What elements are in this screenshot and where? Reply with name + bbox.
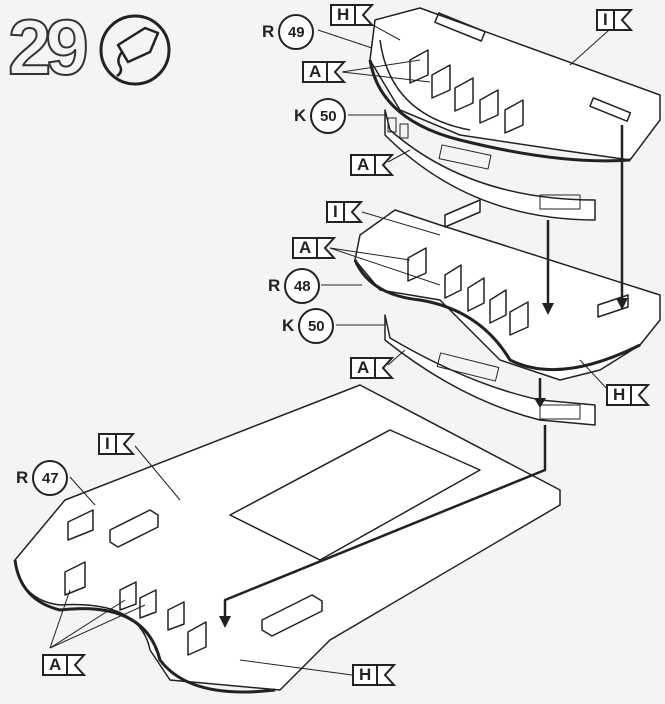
flag-letter: I: [98, 433, 117, 455]
flag-label: A: [292, 237, 337, 259]
flag-tail-icon: [318, 237, 337, 259]
flag-label: I: [326, 201, 363, 223]
flag-tail-icon: [632, 384, 651, 406]
part-prefix: R: [268, 276, 281, 295]
flag-tail-icon: [328, 61, 347, 83]
flag-label: A: [302, 61, 347, 83]
flag-tail-icon: [68, 654, 87, 676]
flag-letter: I: [326, 201, 345, 223]
flag-letter: A: [292, 237, 319, 259]
flag-letter: A: [42, 654, 69, 676]
flag-tail-icon: [356, 4, 375, 26]
flag-letter: I: [596, 9, 615, 31]
bottom-seats: [64, 509, 207, 656]
glue-tube-icon: [99, 14, 171, 86]
part-prefix: K: [282, 316, 295, 335]
flag-tail-icon: [378, 664, 397, 686]
flag-tail-icon: [376, 357, 395, 379]
flag-tail-icon: [344, 201, 363, 223]
flag-letter: H: [606, 384, 633, 406]
top-seats: [409, 49, 524, 134]
flag-letter: A: [302, 61, 329, 83]
flag-letter: H: [352, 664, 379, 686]
part-prefix: K: [294, 106, 307, 125]
flag-label: A: [350, 357, 395, 379]
flag-label: H: [606, 384, 651, 406]
flag-letter: A: [350, 357, 377, 379]
flag-label: A: [350, 154, 395, 176]
flag-label: I: [596, 9, 633, 31]
part-number: 48: [284, 268, 321, 304]
step-number: 29: [7, 3, 90, 91]
part-prefix: R: [262, 22, 275, 41]
flag-label: H: [330, 4, 375, 26]
part-number: 50: [298, 308, 335, 344]
part-number: 50: [310, 98, 347, 134]
part-number: 49: [278, 14, 315, 50]
flag-label: H: [352, 664, 397, 686]
middle-seats: [407, 247, 529, 336]
flag-letter: A: [350, 154, 377, 176]
flag-letter: H: [330, 4, 357, 26]
flag-tail-icon: [376, 154, 395, 176]
flag-label: A: [42, 654, 87, 676]
part-prefix: R: [16, 468, 29, 487]
part-number: 47: [32, 460, 69, 496]
flag-label: I: [98, 433, 135, 455]
flag-tail-icon: [614, 9, 633, 31]
placement-arrows: [223, 125, 624, 618]
bottom-floor-plate: [13, 384, 561, 694]
middle-floor-plate: [353, 199, 661, 381]
flag-tail-icon: [116, 433, 135, 455]
top-floor-plate: [368, 7, 661, 163]
